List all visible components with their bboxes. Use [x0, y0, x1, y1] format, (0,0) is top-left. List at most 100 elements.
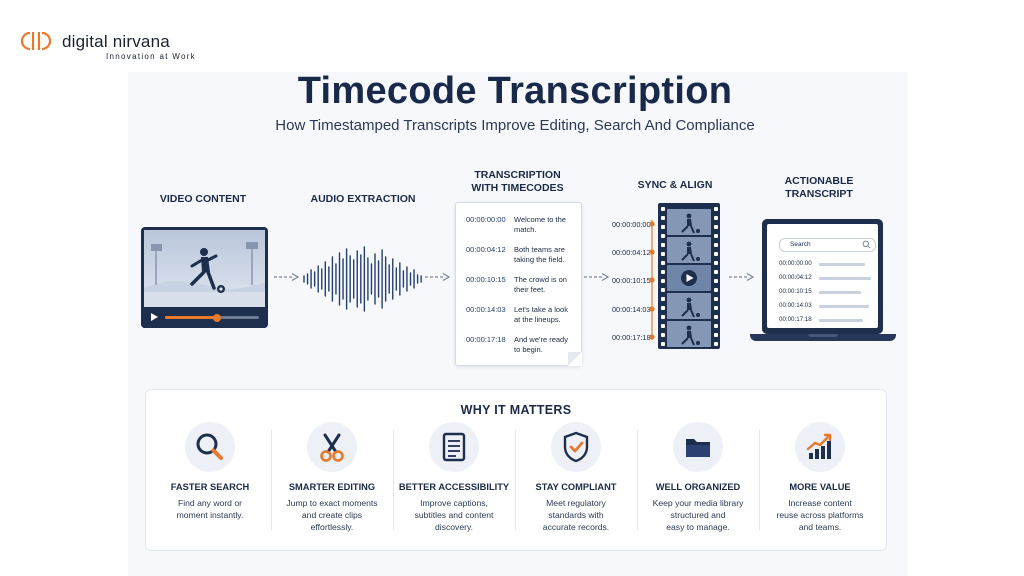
benefit-description: Increase content reuse across platforms … — [759, 497, 881, 533]
benefit-description-line: structured and — [670, 510, 726, 520]
player-silhouette-icon — [667, 321, 711, 347]
video-player-illustration — [141, 227, 268, 328]
transcript-text: Both teams are taking the field. — [514, 245, 565, 264]
section-title: WHY IT MATTERS — [460, 403, 572, 417]
benefit-description-line: Jump to exact moments — [286, 498, 378, 508]
video-progress-fill — [165, 316, 217, 319]
arrow-right-icon — [729, 272, 755, 282]
benefit-description-line: Keep your media library — [652, 498, 744, 508]
sprocket-hole — [660, 252, 665, 256]
step-label-transcription-line1: TRANSCRIPTION — [474, 169, 561, 181]
page-fold — [568, 352, 582, 366]
sprocket-hole — [713, 324, 718, 328]
icon-badge — [551, 422, 601, 472]
play-icon[interactable] — [151, 313, 158, 321]
sprocket-hole — [713, 315, 718, 319]
transcript-list-item[interactable]: 00:00:17:18 — [779, 316, 879, 326]
magnifier-icon — [196, 433, 223, 460]
text-line — [819, 291, 861, 294]
benefit-smarter-editing: SMARTER EDITING Jump to exact moments an… — [271, 420, 393, 545]
benefit-description: Find any word or moment instantly. — [149, 497, 271, 521]
film-frame — [667, 321, 711, 347]
benefit-description: Meet regulatory standards with accurate … — [515, 497, 637, 533]
sync-timecode: 00:00:14:03 — [612, 305, 651, 314]
benefit-title: WELL ORGANIZED — [655, 482, 741, 492]
sprocket-hole — [660, 207, 665, 211]
benefit-description-line: Meet regulatory — [546, 498, 606, 508]
benefit-title: BETTER ACCESSIBILITY — [398, 482, 510, 492]
sync-timecode: 00:00:00:00 — [612, 220, 651, 229]
benefit-title: FASTER SEARCH — [170, 482, 250, 492]
divider — [637, 430, 638, 530]
video-progress-track[interactable] — [165, 313, 259, 322]
benefit-description-line: easy to manage. — [666, 522, 730, 532]
sprocket-hole — [660, 270, 665, 274]
sprocket-hole — [660, 315, 665, 319]
timecoded-transcript-document: 00:00:00:00 Welcome to the match. 00:00:… — [455, 202, 582, 366]
sync-timecode: 00:00:10:15 — [612, 276, 651, 285]
sprocket-hole — [713, 234, 718, 238]
sprocket-hole — [713, 333, 718, 337]
transcript-list-item[interactable]: 00:00:10:15 — [779, 288, 879, 298]
transcript-text: The crowd is on their feet. — [514, 275, 567, 294]
benefit-description-line: and create clips — [301, 510, 363, 520]
benefit-description-line: Find any word or — [177, 498, 242, 508]
sprocket-hole — [713, 270, 718, 274]
benefit-better-accessibility: BETTER ACCESSIBILITY Improve captions, s… — [393, 420, 515, 545]
benefit-well-organized: WELL ORGANIZED Keep your media library s… — [637, 420, 759, 545]
step-label-transcription-line2: WITH TIMECODES — [471, 182, 564, 194]
video-progress-knob[interactable] — [212, 313, 221, 322]
transcript-list-item[interactable]: 00:00:00:00 — [779, 260, 879, 270]
growth-chart-icon — [806, 433, 832, 459]
step-label-audio: AUDIO EXTRACTION — [310, 193, 416, 205]
laptop-display: Search 00:00:00:00 00:00:04:12 00:00:10:… — [767, 224, 878, 328]
icon-badge — [429, 422, 479, 472]
sprocket-hole — [660, 306, 665, 310]
transcript-timecode: 00:00:04:12 — [466, 245, 506, 254]
transcript-text: And we're ready to begin. — [514, 335, 568, 354]
divider — [759, 430, 760, 530]
step-label-actionable-line1: ACTIONABLE — [784, 175, 854, 187]
transcript-timecode: 00:00:00:00 — [466, 215, 506, 224]
play-circle-icon — [681, 270, 697, 286]
sprocket-hole — [660, 333, 665, 337]
sprocket-hole — [713, 243, 718, 247]
sprocket-hole — [713, 261, 718, 265]
transcript-text: Welcome to the match. — [514, 215, 566, 234]
benefit-description-line: subtitles and content — [414, 510, 494, 520]
benefit-description-line: effortlessly. — [310, 522, 354, 532]
laptop-screen: Search 00:00:00:00 00:00:04:12 00:00:10:… — [762, 219, 883, 334]
divider — [515, 430, 516, 530]
benefit-description-line: reuse across platforms — [776, 510, 864, 520]
scissors-icon — [320, 433, 344, 462]
list-timecode: 00:00:14:03 — [779, 302, 812, 309]
folder-icon — [686, 439, 710, 457]
arrow-right-icon — [274, 272, 300, 282]
sprocket-hole — [713, 297, 718, 301]
sprocket-hole — [713, 288, 718, 292]
benefit-description-line: Improve captions, — [420, 498, 488, 508]
player-silhouette-icon — [667, 293, 711, 319]
sync-timecode: 00:00:04:12 — [612, 248, 651, 257]
benefit-description: Improve captions, subtitles and content … — [393, 497, 515, 533]
sprocket-hole — [660, 297, 665, 301]
transcript-list-item[interactable]: 00:00:04:12 — [779, 274, 879, 284]
benefit-description-line: moment instantly. — [176, 510, 244, 520]
transcript-search-input[interactable]: Search — [779, 238, 876, 252]
sprocket-hole — [713, 306, 718, 310]
search-icon[interactable] — [862, 240, 871, 249]
player-silhouette-icon — [667, 237, 711, 263]
sprocket-hole — [713, 279, 718, 283]
list-timecode: 00:00:10:15 — [779, 288, 812, 295]
icon-badge — [185, 422, 235, 472]
sprocket-hole — [660, 279, 665, 283]
transcript-list-item[interactable]: 00:00:14:03 — [779, 302, 879, 312]
step-label-transcription: TRANSCRIPTION WITH TIMECODES — [450, 169, 585, 195]
step-label-video: VIDEO CONTENT — [159, 193, 247, 205]
sprocket-hole — [660, 234, 665, 238]
text-line — [819, 263, 865, 266]
brand-logo[interactable]: digital nirvana Innovation at Work — [18, 30, 218, 64]
text-line — [819, 305, 869, 308]
film-frame — [667, 237, 711, 263]
sprocket-hole — [713, 207, 718, 211]
